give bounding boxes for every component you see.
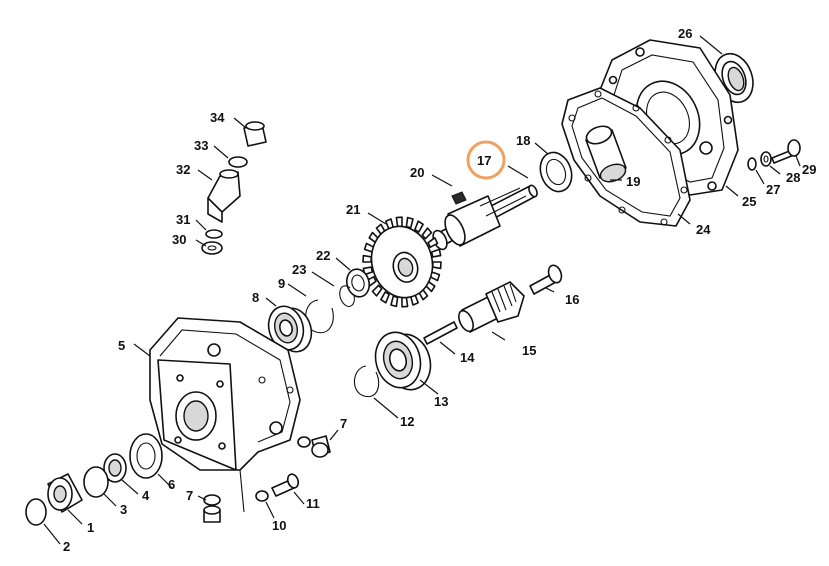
gear-tooth	[401, 296, 409, 308]
gear-tooth	[362, 266, 374, 276]
label-16: 16	[565, 292, 579, 307]
label-28: 28	[786, 170, 800, 185]
part-9-circlip	[305, 299, 334, 334]
label-34: 34	[210, 110, 225, 125]
label-33: 33	[194, 138, 208, 153]
part-6-seal	[129, 433, 163, 479]
label-4: 4	[142, 488, 150, 503]
part-10-washer	[255, 490, 269, 502]
label-19: 19	[626, 174, 640, 189]
part-13-bearing	[374, 331, 432, 391]
part-15-pinion	[458, 281, 525, 333]
label-20: 20	[410, 165, 424, 180]
label-9: 9	[278, 276, 285, 291]
label-29: 29	[802, 162, 816, 177]
label-32: 32	[176, 162, 190, 177]
part-16-bolt	[529, 264, 563, 295]
gear-tooth	[427, 237, 439, 248]
label-15: 15	[522, 343, 536, 358]
label-10: 10	[272, 518, 286, 533]
gear-tooth	[414, 220, 424, 233]
part-21-gear	[362, 216, 442, 308]
part-7-screw-right	[297, 435, 331, 458]
part-31-o-ring	[205, 229, 223, 239]
gear-tooth	[380, 291, 390, 304]
part-27-washer	[747, 157, 757, 171]
part-14-pin	[423, 321, 458, 345]
gear-tooth	[390, 295, 399, 308]
highlight-circle-17	[466, 140, 506, 180]
part-5-housing	[149, 317, 301, 513]
part-24-gasket	[561, 87, 691, 227]
part-2-ring	[25, 498, 47, 526]
gear-tooth	[362, 254, 373, 263]
part-30-washer	[201, 241, 223, 255]
part-7-plug-left	[203, 494, 221, 523]
part-12-circlip	[353, 365, 380, 398]
part-8-bearing	[267, 305, 313, 353]
label-18: 18	[516, 133, 530, 148]
label-8: 8	[252, 290, 259, 305]
label-17: 17	[477, 153, 491, 168]
gear-tooth	[421, 227, 433, 240]
label-1: 1	[87, 520, 94, 535]
label-12: 12	[400, 414, 414, 429]
gear-tooth	[395, 216, 403, 228]
part-17-shaft	[432, 184, 538, 251]
part-number-labels: 1 2 3 4 5 6 7 7 8 9 10 11 12 13 14 15 16…	[63, 26, 816, 554]
label-31: 31	[176, 212, 190, 227]
label-6: 6	[168, 477, 175, 492]
part-4-sleeve	[103, 453, 127, 483]
label-27: 27	[766, 182, 780, 197]
label-14: 14	[460, 350, 475, 365]
part-3-o-ring	[83, 466, 109, 498]
leader-lines	[43, 35, 801, 545]
label-24: 24	[696, 222, 711, 237]
label-21: 21	[346, 202, 360, 217]
label-22: 22	[316, 248, 330, 263]
label-13: 13	[434, 394, 448, 409]
label-26: 26	[678, 26, 692, 41]
part-20-key	[451, 191, 467, 205]
part-32-elbow	[207, 169, 241, 223]
label-25: 25	[742, 194, 756, 209]
part-22-washer	[345, 268, 371, 298]
label-3: 3	[120, 502, 127, 517]
label-7-right: 7	[340, 416, 347, 431]
gear-tooth	[430, 248, 442, 258]
label-7-left: 7	[186, 488, 193, 503]
label-23: 23	[292, 262, 306, 277]
label-11: 11	[306, 496, 320, 511]
gear-tooth	[405, 216, 414, 229]
label-5: 5	[118, 338, 125, 353]
label-30: 30	[172, 232, 186, 247]
part-18-ring	[539, 151, 573, 193]
part-29-screw	[771, 139, 801, 164]
part-34-cap	[243, 121, 267, 147]
part-11-screw	[271, 473, 300, 497]
gear-tooth	[431, 261, 442, 270]
part-23-snap-ring	[339, 285, 355, 307]
part-33-o-ring	[228, 156, 248, 168]
part-28-washer	[760, 151, 772, 167]
part-1-roller	[47, 473, 83, 513]
part-19-bushing	[585, 125, 627, 183]
gear-tooth	[371, 284, 383, 297]
label-2: 2	[63, 539, 70, 554]
